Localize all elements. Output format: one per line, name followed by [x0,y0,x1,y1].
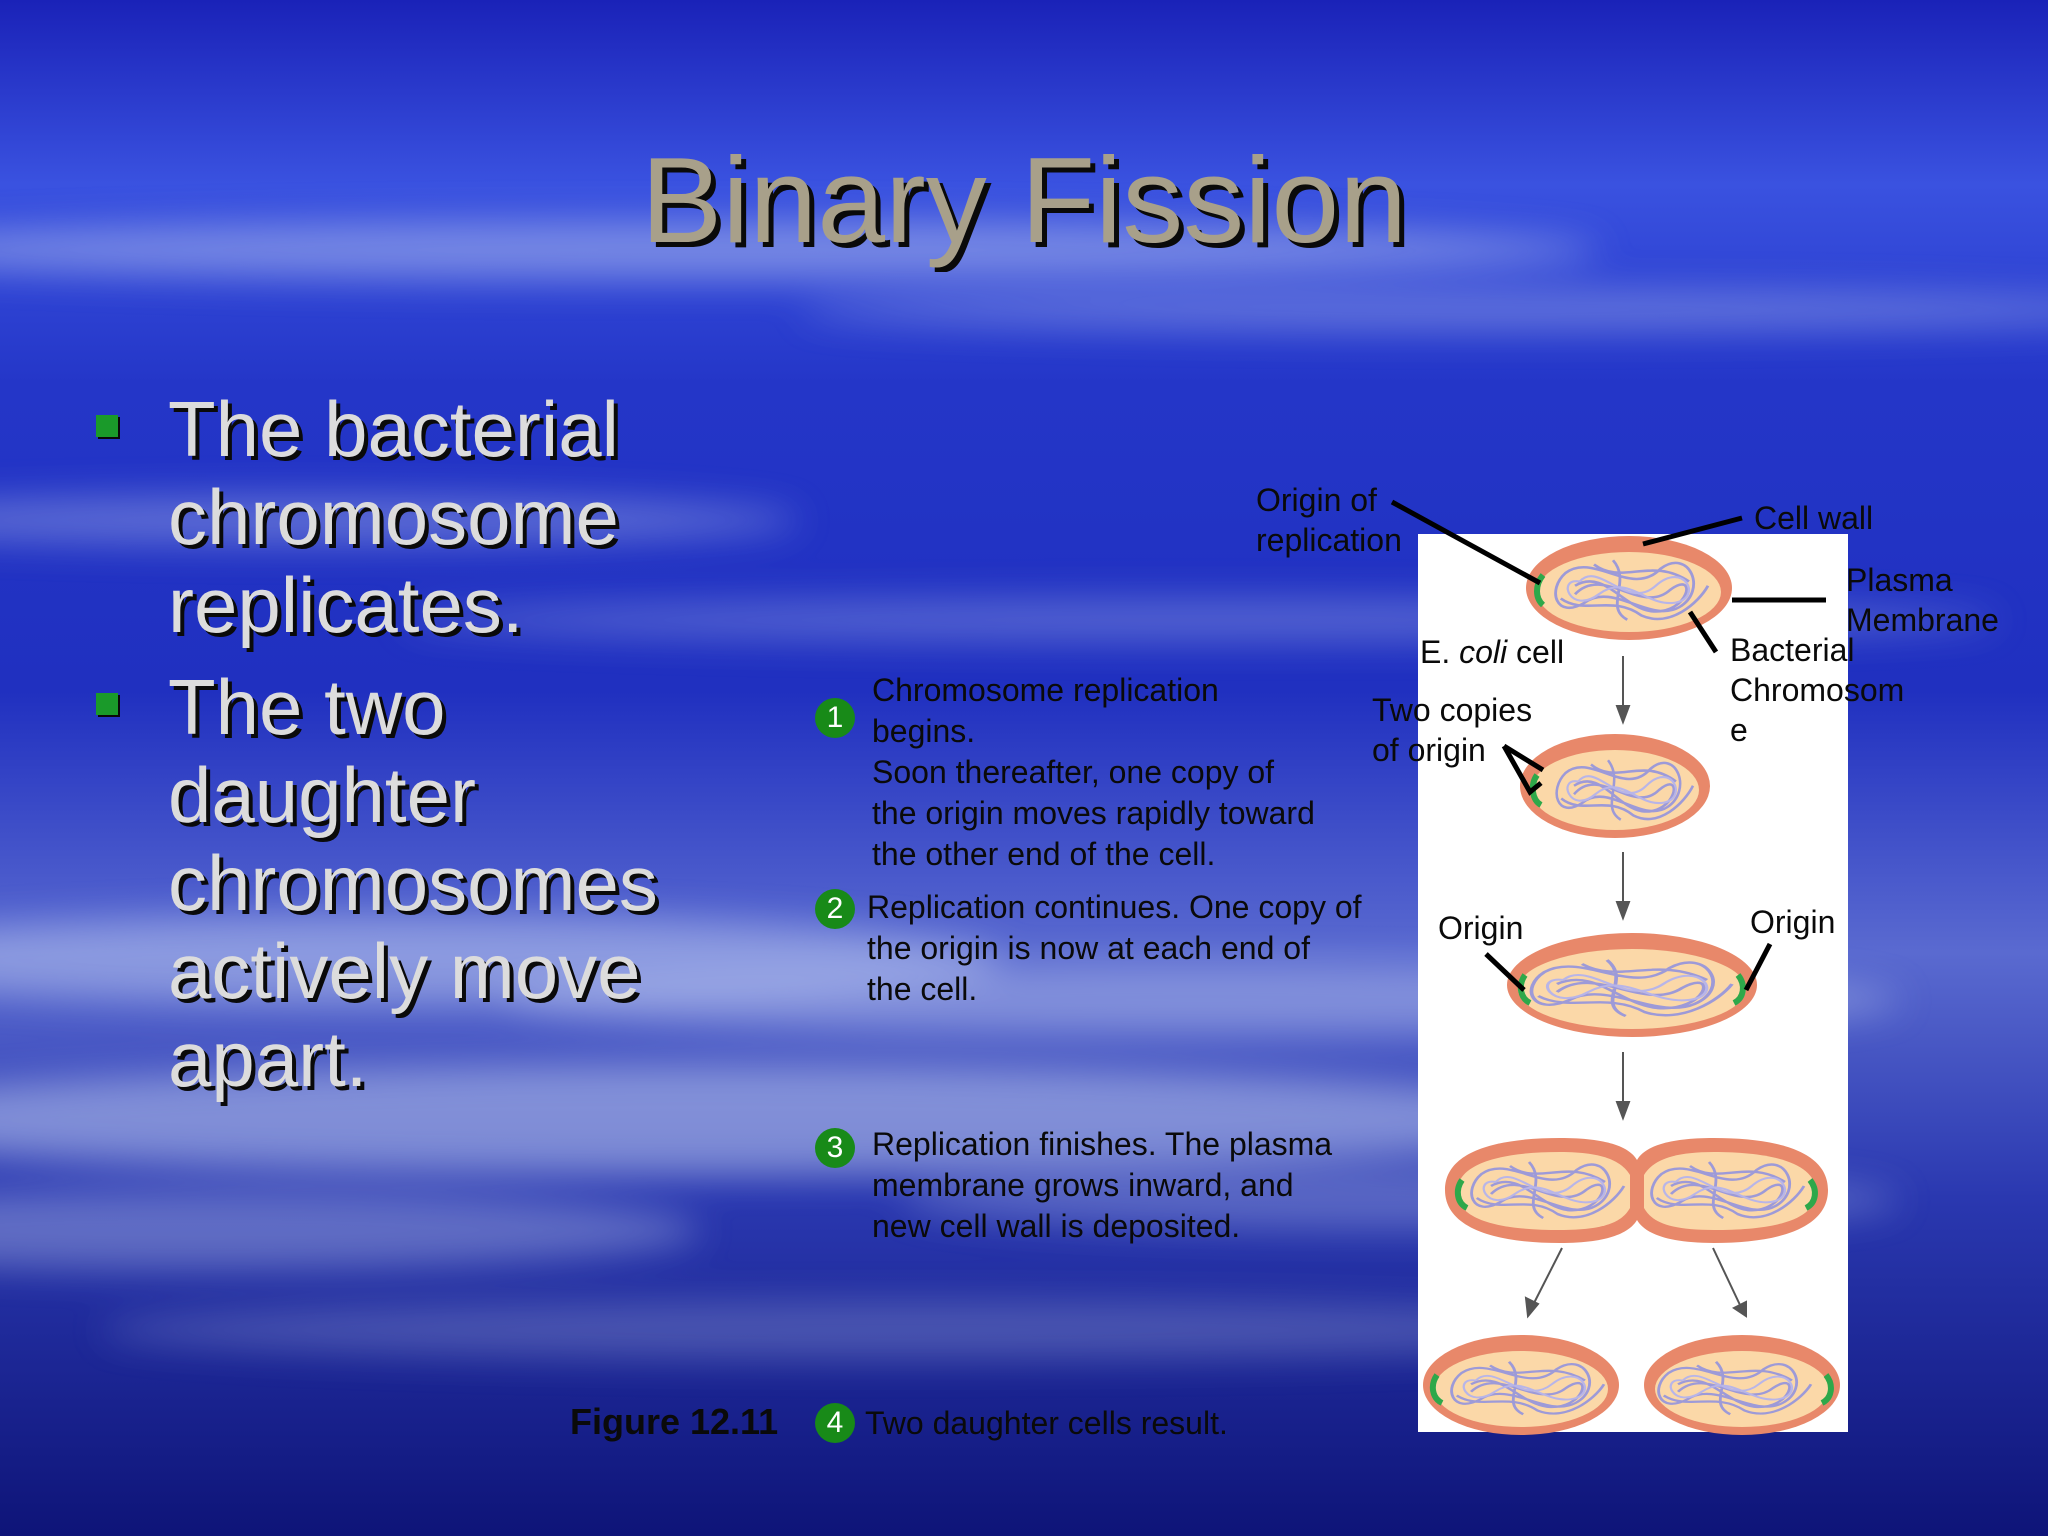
label-line: replication [1256,522,1402,558]
label-line: Plasma [1846,562,1953,598]
step-line: membrane grows inward, and [872,1167,1294,1203]
bullet-text: The two daughter chromosomes actively mo… [168,663,658,1103]
label-line: Origin of [1256,482,1377,518]
label-text: cell [1507,634,1565,670]
label-origin-of-replication: Origin of replication [1256,480,1402,560]
step-line: Replication continues. One copy of [867,889,1362,925]
step-line: the origin is now at each end of [867,930,1310,966]
step-line: new cell wall is deposited. [872,1208,1241,1244]
bullet-item: The bacterial chromosome replicates. [92,385,712,649]
bullet-square-icon [96,693,118,715]
step-line: Two daughter cells result. [865,1405,1228,1441]
step-number-badge: 3 [815,1128,855,1168]
label-line: Chromosom [1730,672,1905,708]
label-ecoli-cell: E. coli cell [1420,632,1564,672]
bullet-item: The two daughter chromosomes actively mo… [92,663,712,1103]
step-number-badge: 1 [815,698,855,738]
step-line: Soon thereafter, one copy of [872,754,1275,790]
bullet-list: The bacterial chromosome replicates. The… [92,385,712,1117]
label-line: of origin [1372,732,1486,768]
slide-title: Binary Fission [640,132,1408,268]
label-cell-wall: Cell wall [1754,500,1874,536]
step-text: Replication continues. One copy of the o… [867,887,1362,1010]
step-text: Replication finishes. The plasma membran… [872,1124,1332,1247]
step-line: the origin moves rapidly toward [872,795,1315,831]
step-text: Two daughter cells result. [865,1403,1228,1444]
step-line: begins. [872,713,976,749]
step-line: the cell. [867,971,978,1007]
label-plasma-membrane: Plasma Membrane [1846,560,1999,640]
step-number-badge: 4 [815,1403,855,1443]
label-text-italic: coli [1459,634,1508,670]
label-origin-right: Origin [1750,904,1836,940]
label-two-copies-of-origin: Two copies of origin [1372,690,1532,770]
label-text: E. [1420,634,1460,670]
label-bacterial-chromosome: Bacterial Chromosom e [1730,630,1904,750]
step-line: Replication finishes. The plasma [872,1126,1333,1162]
step-line: Chromosome replication [872,672,1219,708]
step-number-badge: 2 [815,889,855,929]
label-line: e [1730,712,1748,748]
step-line: the other end of the cell. [872,836,1216,872]
label-line: Membrane [1846,602,1999,638]
label-line: Bacterial [1730,632,1855,668]
bullet-square-icon [96,415,118,437]
label-line: Two copies [1372,692,1533,728]
step-text: Chromosome replication begins. Soon ther… [872,670,1315,875]
bullet-text: The bacterial chromosome replicates. [168,385,619,649]
figure-caption: Figure 12.11 [570,1401,779,1442]
label-origin-left: Origin [1438,910,1524,946]
